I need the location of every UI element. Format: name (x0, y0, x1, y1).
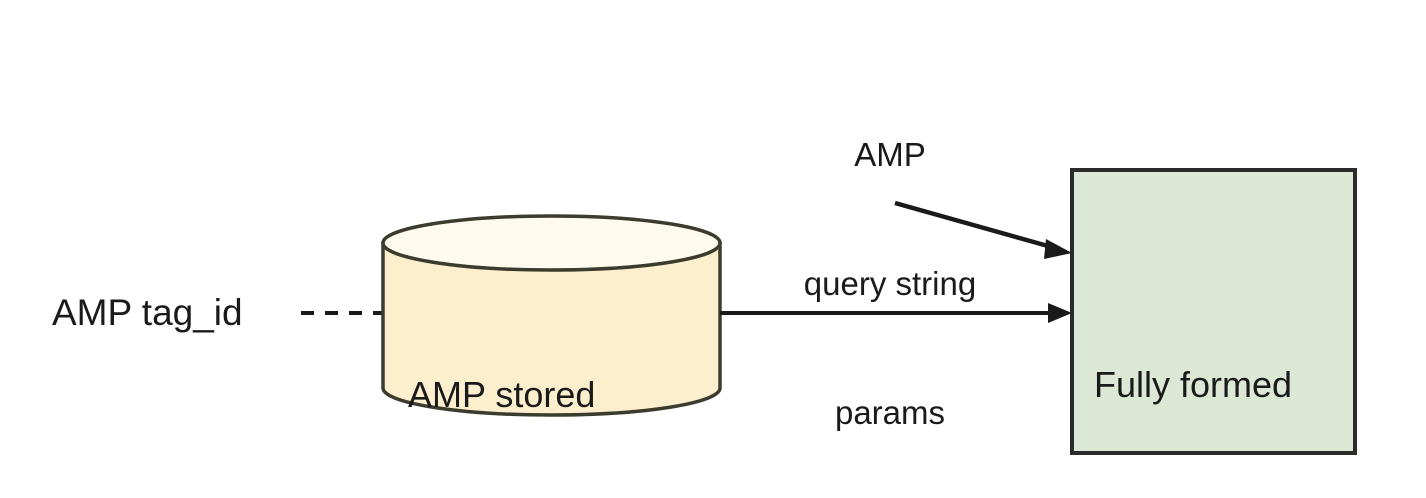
annotation-label-line-2: query string (803, 265, 977, 302)
datastore-label: AMP stored request template (408, 277, 676, 498)
cylinder-top-ellipse (381, 214, 722, 272)
node-datastore-shape[interactable] (381, 214, 722, 417)
annotation-label-line-3: params (834, 394, 946, 431)
output-rectangle (1070, 168, 1357, 455)
connector-params-to-output (894, 200, 1072, 259)
output-box-label-line-1: Fully formed (1094, 364, 1293, 405)
arrow-head (1044, 239, 1072, 259)
datastore-label-line-1: AMP stored (408, 374, 596, 415)
annotation-label-line-1: AMP (854, 136, 926, 173)
connector-datastore-to-output (720, 303, 1072, 323)
output-box-label: Fully formed ORTB (1094, 270, 1292, 498)
cylinder-body (381, 241, 722, 417)
input-label-text: AMP tag_id (52, 292, 243, 333)
arrow-shaft (894, 200, 1056, 251)
annotation-label: AMP query string params (790, 47, 990, 498)
node-output-box-shape[interactable] (1070, 168, 1357, 455)
arrow-head (1048, 303, 1072, 323)
